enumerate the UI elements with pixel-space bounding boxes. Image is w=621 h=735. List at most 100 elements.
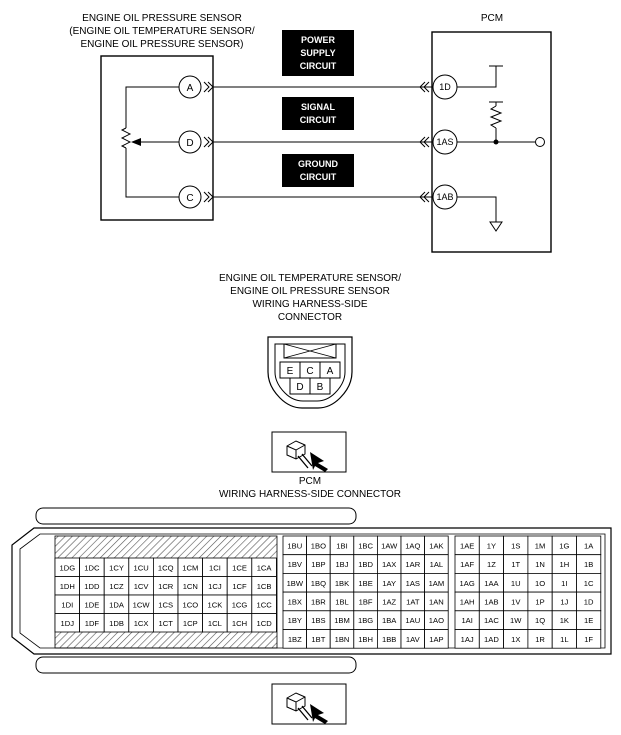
- pcm-terminal-label: 1AJ: [461, 635, 474, 644]
- pcm-pin-1d-label: 1D: [439, 82, 451, 92]
- pcm-terminal-label: 1R: [535, 635, 545, 644]
- pcm-terminal-label: 1AN: [429, 597, 444, 606]
- pcm-terminal-label: 1BX: [288, 597, 302, 606]
- pcm-terminal-label: 1BN: [335, 635, 350, 644]
- sensor-connector-title-3: WIRING HARNESS-SIDE: [252, 299, 367, 310]
- pcm-terminal-label: 1AA: [484, 579, 499, 588]
- pcm-terminal-label: 1DA: [109, 600, 125, 609]
- pcm-terminal-label: 1L: [560, 635, 568, 644]
- pcm-terminal-label: 1AG: [460, 579, 475, 588]
- pcm-terminal-label: 1DH: [60, 582, 75, 591]
- pcm-terminal-label: 1AP: [429, 635, 443, 644]
- pcm-terminal-label: 1G: [559, 541, 569, 550]
- pcm-terminal-label: 1DG: [59, 563, 75, 572]
- pcm-terminal-label: 1CJ: [208, 582, 222, 591]
- pcm-terminal-label: 1V: [511, 597, 521, 606]
- pcm-terminal-label: 1D: [584, 597, 594, 606]
- pcm-terminal-label: 1BA: [382, 616, 397, 625]
- pcm-terminal-label: 1BO: [311, 541, 326, 550]
- signal-circuit-line-2: CIRCUIT: [300, 115, 337, 125]
- signal-circuit-box: [282, 97, 354, 130]
- pcm-terminal-label: 1BB: [382, 635, 396, 644]
- pcm-terminal-label: 1B: [584, 560, 593, 569]
- pcm-terminal-label: 1CS: [158, 600, 173, 609]
- pcm-terminal-label: 1BC: [358, 541, 373, 550]
- pcm-terminal-label: 1CA: [257, 563, 273, 572]
- pcm-terminal-label: 1H: [559, 560, 569, 569]
- sensor-terminal-d: D: [296, 382, 303, 393]
- sensor-pin-a-label: A: [187, 83, 194, 94]
- pcm-terminal-label: 1BU: [287, 541, 302, 550]
- pcm-terminal-label: 1X: [511, 635, 520, 644]
- pcm-terminal-label: 1CC: [256, 600, 272, 609]
- pcm-terminal-label: 1BP: [311, 560, 325, 569]
- probe-icon: [271, 431, 347, 473]
- pcm-terminal-label: 1J: [560, 597, 568, 606]
- pcm-terminal-label: 1AC: [484, 616, 499, 625]
- pcm-terminal-label: 1AS: [406, 579, 420, 588]
- pcm-terminal-label: 1CL: [208, 619, 222, 628]
- pcm-terminal-label: 1BI: [336, 541, 347, 550]
- pcm-terminal-label: 1CB: [257, 582, 272, 591]
- pcm-terminal-label: 1BF: [359, 597, 373, 606]
- sensor-terminal-a: A: [327, 366, 334, 377]
- connector-chevrons: [203, 81, 430, 203]
- pcm-connector-bottom-latch: [35, 656, 357, 674]
- ground-circuit-line-2: CIRCUIT: [300, 172, 337, 182]
- sensor-terminal-e: E: [287, 366, 294, 377]
- pcm-terminal-label: 1AQ: [405, 541, 420, 550]
- pcm-pin-1as-label: 1AS: [436, 137, 453, 147]
- pcm-terminal-label: 1AW: [381, 541, 398, 550]
- power-circuit-line-2: SUPPLY: [300, 48, 335, 58]
- pcm-terminal-label: 1AK: [429, 541, 443, 550]
- pcm-terminal-label: 1DD: [84, 582, 100, 591]
- pcm-terminal-label: 1CT: [159, 619, 174, 628]
- pcm-terminal-label: 1DB: [109, 619, 124, 628]
- sensor-connector-title-1: ENGINE OIL TEMPERATURE SENSOR/: [219, 273, 401, 284]
- pcm-terminal-label: 1CD: [256, 619, 272, 628]
- pcm-terminal-label: 1AB: [484, 597, 498, 606]
- pcm-terminal-label: 1BS: [311, 616, 325, 625]
- pcm-terminal-label: 1BK: [335, 579, 349, 588]
- pcm-terminal-label: 1CI: [209, 563, 221, 572]
- pcm-terminal-label: 1U: [511, 579, 521, 588]
- pcm-terminal-label: 1CG: [232, 600, 248, 609]
- sensor-title: ENGINE OIL PRESSURE SENSOR (ENGINE OIL T…: [69, 13, 255, 50]
- pcm-terminal-label: 1AH: [460, 597, 475, 606]
- pcm-connector-top-latch: [35, 507, 357, 525]
- pcm-terminal-label: 1CE: [232, 563, 247, 572]
- signal-circuit-line-1: SIGNAL: [301, 102, 336, 112]
- pcm-terminal-label: 1CQ: [158, 563, 174, 572]
- pcm-terminal-cell: [576, 629, 602, 649]
- sensor-terminal-b: B: [317, 382, 324, 393]
- sensor-connector-title: ENGINE OIL TEMPERATURE SENSOR/ ENGINE OI…: [219, 273, 401, 323]
- pcm-terminal-label: 1F: [584, 635, 593, 644]
- sensor-connector-lock: [283, 343, 337, 359]
- pcm-terminal-label: 1AI: [461, 616, 472, 625]
- pcm-terminal-label: 1AL: [430, 560, 444, 569]
- probe-icon: [271, 683, 347, 725]
- pcm-terminal-label: 1CH: [232, 619, 247, 628]
- sensor-connector-title-2: ENGINE OIL PRESSURE SENSOR: [230, 286, 390, 297]
- pcm-terminal-label: 1S: [511, 541, 520, 550]
- sensor-pin-d: [178, 130, 202, 154]
- pcm-terminal-label: 1BW: [287, 579, 304, 588]
- pcm-terminal-label: 1C: [584, 579, 594, 588]
- pcm-terminal-label: 1AO: [429, 616, 444, 625]
- pcm-terminal-label: 1BL: [335, 597, 349, 606]
- signal-junction-dot: [493, 139, 499, 145]
- pcm-terminal-label: 1Z: [487, 560, 496, 569]
- pcm-terminal-label: 1DE: [85, 600, 100, 609]
- pcm-terminal-label: 1CX: [134, 619, 149, 628]
- pcm-terminal-label: 1K: [560, 616, 569, 625]
- pcm-terminal-label: 1W: [510, 616, 522, 625]
- sensor-connector: E C A D B: [267, 336, 353, 409]
- pcm-terminal-label: 1DI: [61, 600, 73, 609]
- sensor-connector-inner: [274, 343, 346, 402]
- pcm-terminal-label: 1A: [584, 541, 594, 550]
- power-circuit-line-3: CIRCUIT: [300, 61, 337, 71]
- pcm-terminal-label: 1CW: [133, 600, 151, 609]
